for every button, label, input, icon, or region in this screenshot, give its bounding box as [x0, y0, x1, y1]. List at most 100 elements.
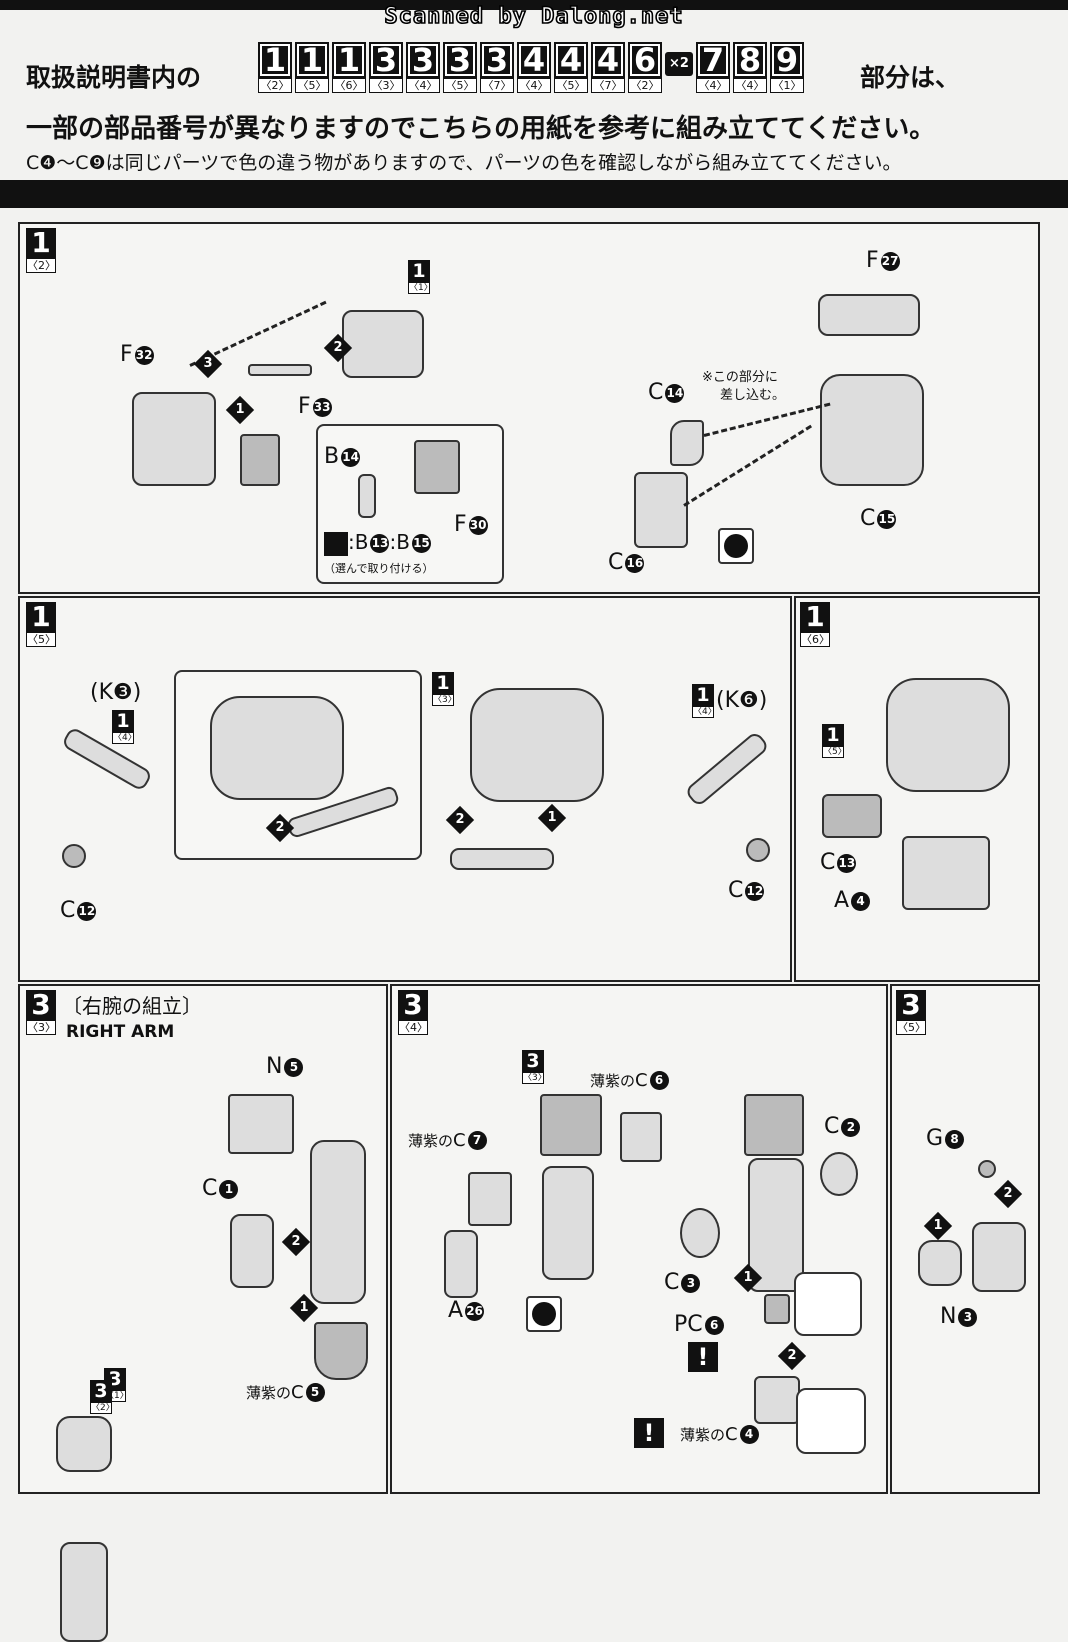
- c7-part: [468, 1172, 512, 1226]
- order-marker-2: 2: [445, 805, 475, 835]
- ref-left: 1〈4〉: [112, 710, 137, 744]
- hand-part: [972, 1222, 1026, 1292]
- times-two-badge: ×2: [665, 52, 693, 76]
- pilot-figure-part: [358, 474, 376, 518]
- label-k6: (K❻): [716, 688, 768, 713]
- hose-part-right: [683, 730, 771, 808]
- c3-part: [680, 1208, 720, 1258]
- caution-icon: !: [688, 1342, 718, 1372]
- step-number: 3〈3〉: [26, 988, 56, 1035]
- choose-icon: [324, 532, 348, 556]
- header-divider: [0, 180, 1068, 208]
- c2-part: [820, 1152, 858, 1196]
- step-number: 1〈6〉: [800, 600, 830, 647]
- elbow-block-part-2: [744, 1094, 804, 1156]
- n3-part: [918, 1240, 962, 1286]
- ref-top: 3〈3〉: [522, 1050, 547, 1084]
- top-bar: [0, 0, 1068, 10]
- insert-note-2: 差し込む。: [720, 388, 786, 403]
- core-block-part: [820, 374, 924, 486]
- c4-part: [754, 1376, 800, 1424]
- manual-ref-block: 6〈2〉: [628, 42, 662, 93]
- header-line3: C❹〜C❾は同じパーツで色の違う物がありますので、パーツの色を確認しながら組み立…: [26, 152, 902, 174]
- order-marker-1: 1: [537, 803, 567, 833]
- ref-step: 1〈5〉: [822, 724, 847, 758]
- shield-plate-part: [634, 472, 688, 548]
- arm-assembly-part: [310, 1140, 366, 1304]
- c6-part: [620, 1112, 662, 1162]
- manual-ref-block: 4〈4〉: [517, 42, 551, 93]
- manual-ref-block: 1〈6〉: [332, 42, 366, 93]
- manual-ref-block: 9〈1〉: [770, 42, 804, 93]
- shoulder-part: [56, 1416, 112, 1472]
- hose-main-part: [450, 848, 554, 870]
- manual-ref-block: 8〈4〉: [733, 42, 767, 93]
- guide-line: [703, 402, 831, 437]
- bracket-part: [228, 1094, 294, 1154]
- ref-mid: 1〈3〉: [432, 672, 457, 706]
- order-marker-2: 2: [993, 1179, 1023, 1209]
- manual-ref-block: 3〈5〉: [443, 42, 477, 93]
- thruster-block-part: [342, 310, 424, 378]
- forearm-part: [542, 1166, 594, 1280]
- color-swatch: [526, 1296, 562, 1332]
- cap-part: [62, 844, 86, 868]
- manual-ref-block: 1〈5〉: [295, 42, 329, 93]
- forearm-part-2: [748, 1158, 804, 1292]
- order-marker-3: 3: [193, 349, 223, 379]
- forearm-cover-part: [230, 1214, 274, 1288]
- cap-part-right: [746, 838, 770, 862]
- backpack-main-part: [470, 688, 604, 802]
- backpack-detail-part: [210, 696, 344, 800]
- order-marker-2: 2: [323, 333, 353, 363]
- section-title-jp: 〔右腕の組立〕: [62, 994, 202, 1018]
- g8-part: [978, 1160, 996, 1178]
- step-number: 3〈5〉: [896, 988, 926, 1035]
- manual-ref-row: 1〈2〉1〈5〉1〈6〉3〈3〉3〈4〉3〈5〉3〈7〉4〈4〉4〈5〉4〈7〉…: [258, 42, 804, 93]
- order-marker-1: 1: [733, 1263, 763, 1293]
- ref-right: 1〈4〉: [692, 684, 717, 718]
- insert-note-1: ※この部分に: [702, 370, 778, 385]
- base-shell-part: [902, 836, 990, 910]
- ref-step-3-2: 3〈2〉: [90, 1380, 115, 1414]
- manual-ref-block: 7〈4〉: [696, 42, 730, 93]
- link-part: [248, 364, 312, 376]
- order-marker-2: 2: [281, 1227, 311, 1257]
- header-line1-prefix: 取扱説明書内の: [26, 63, 202, 92]
- header-line1-suffix: 部分は、: [860, 63, 961, 92]
- color-swatch: [718, 528, 754, 564]
- caution-icon-2: !: [634, 1418, 664, 1448]
- order-marker-2: 2: [265, 813, 295, 843]
- elbow-cover-part: [314, 1322, 368, 1380]
- manual-ref-block: 4〈7〉: [591, 42, 625, 93]
- order-marker-2: 2: [777, 1341, 807, 1371]
- backpack-part: [886, 678, 1010, 792]
- order-marker-1: 1: [225, 395, 255, 425]
- manual-ref-block: 3〈4〉: [406, 42, 440, 93]
- step-number: 1〈5〉: [26, 600, 56, 647]
- a26-part: [444, 1230, 478, 1298]
- manual-ref-block: 3〈7〉: [480, 42, 514, 93]
- scanned-watermark: Scanned by Dalong.net: [384, 3, 684, 30]
- label-k3: (K❸): [90, 680, 142, 705]
- elbow-block-part: [540, 1094, 602, 1156]
